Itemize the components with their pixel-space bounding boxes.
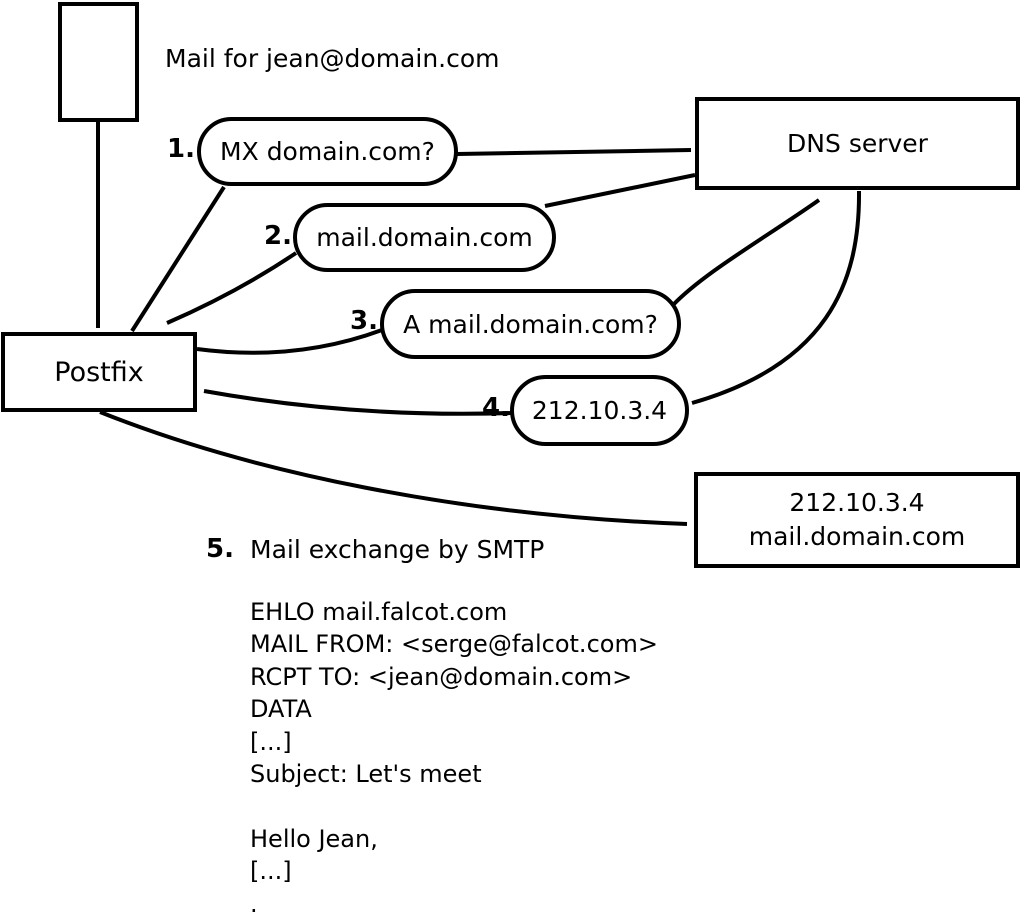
step2-number: 2. <box>264 221 292 251</box>
postfix-node-label: Postfix <box>54 356 144 388</box>
smtp-line: [...] <box>250 727 292 756</box>
smtp-line: RCPT TO: <jean@domain.com> <box>250 662 633 691</box>
mail-server-host-label: mail.domain.com <box>748 522 966 551</box>
step4-number: 4. <box>482 393 510 423</box>
step5-label: Mail exchange by SMTP <box>250 535 545 564</box>
smtp-line: . <box>250 889 258 918</box>
step3-number: 3. <box>350 306 378 336</box>
dns-server-label: DNS server <box>787 129 928 158</box>
step5-number: 5. <box>206 534 234 564</box>
step4-answer-label: 212.10.3.4 <box>531 396 668 425</box>
mail-server-ip-label: 212.10.3.4 <box>789 488 925 517</box>
smtp-session-transcript: EHLO mail.falcot.com MAIL FROM: <serge@f… <box>250 596 658 920</box>
dns-server-node: DNS server <box>695 97 1020 190</box>
mail-server-node: 212.10.3.4 mail.domain.com <box>694 472 1020 568</box>
smtp-line: Subject: Let's meet <box>250 760 482 789</box>
step4-answer-pill: 212.10.3.4 <box>510 375 689 446</box>
arrow-query3-to-dns <box>671 198 821 307</box>
mail-message-node <box>58 2 139 122</box>
smtp-line: EHLO mail.falcot.com <box>250 598 508 626</box>
arrow-answer2-to-postfix <box>166 251 298 325</box>
step3-query-label: A mail.domain.com? <box>403 309 658 339</box>
line-dns-to-answer2 <box>544 173 696 208</box>
arrow-query1-to-dns <box>456 148 692 156</box>
smtp-line-blank <box>250 790 658 822</box>
step2-answer-label: mail.domain.com <box>316 223 533 252</box>
step3-query-pill: A mail.domain.com? <box>380 289 681 359</box>
line-dns-to-answer4 <box>691 190 862 405</box>
smtp-line: DATA <box>250 695 312 724</box>
step1-query-pill: MX domain.com? <box>197 117 458 186</box>
postfix-node: Postfix <box>1 332 197 412</box>
step2-answer-pill: mail.domain.com <box>293 203 556 272</box>
mail-note-label: Mail for jean@domain.com <box>165 44 500 73</box>
step1-query-label: MX domain.com? <box>220 137 435 166</box>
smtp-line: MAIL FROM: <serge@falcot.com> <box>250 630 658 659</box>
arrow-answer4-to-postfix <box>203 389 512 416</box>
smtp-line: Hello Jean, <box>250 824 378 853</box>
smtp-line: [...] <box>250 857 292 886</box>
step1-number: 1. <box>167 134 195 164</box>
line-postfix-to-query1 <box>130 185 226 333</box>
